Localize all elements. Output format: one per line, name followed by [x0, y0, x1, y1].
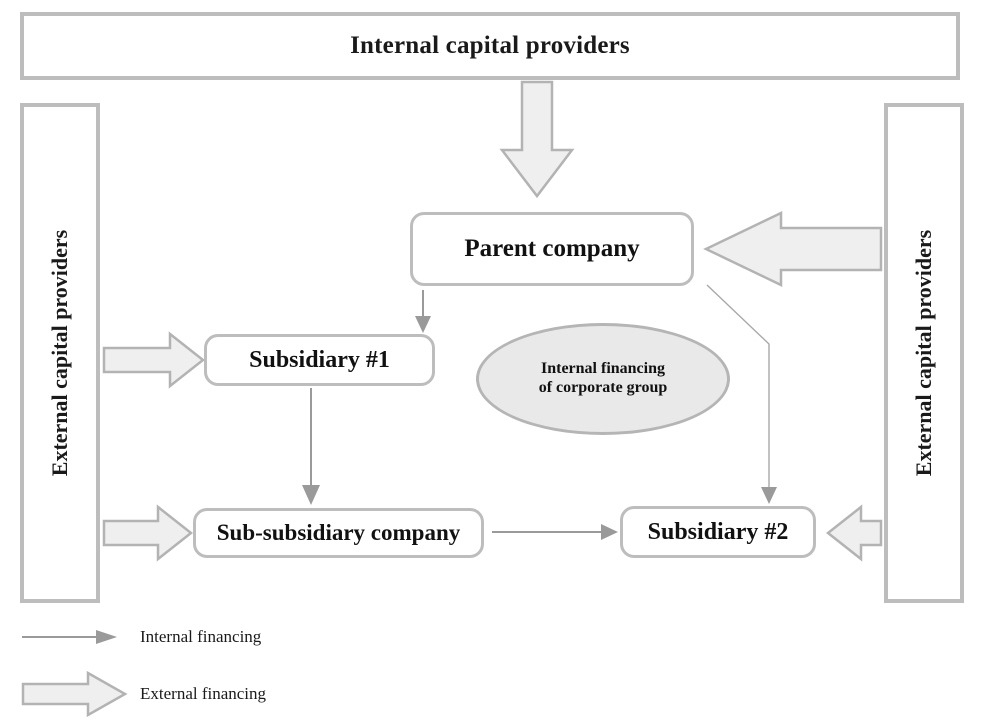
block-arrow-external-left-to-subsubsidiary [102, 504, 194, 562]
ellipse-line-2: of corporate group [538, 379, 668, 396]
node-subsidiary-2-label: Subsidiary #2 [647, 518, 789, 545]
block-arrow-internal-to-parent [499, 80, 575, 199]
legend-label-external-financing: External financing [140, 684, 267, 703]
node-subsidiary-2[interactable]: Subsidiary #2 [620, 506, 816, 558]
arrow-parent-to-subsidiary1 [415, 290, 431, 333]
internal-capital-providers-banner: Internal capital providers [20, 12, 960, 80]
node-subsidiary-1-label: Subsidiary #1 [249, 346, 390, 373]
block-arrow-external-left-to-subsidiary1 [102, 331, 206, 389]
legend-item-external-financing: External financing [20, 670, 266, 718]
node-sub-subsidiary-company[interactable]: Sub-subsidiary company [193, 508, 484, 558]
block-arrow-external-right-to-parent [703, 211, 883, 287]
arrow-subsubsidiary-to-subsidiary2 [492, 524, 618, 540]
ellipse-line-1: Internal financing [540, 360, 665, 378]
external-capital-providers-right-panel: External capital providers [884, 103, 964, 603]
arrow-subsidiary1-to-subsubsidiary [302, 388, 320, 505]
legend-label-internal-financing: Internal financing [140, 627, 262, 646]
node-subsidiary-1[interactable]: Subsidiary #1 [204, 334, 435, 386]
legend: Internal financing External financing [20, 618, 440, 718]
internal-capital-providers-label: Internal capital providers [350, 32, 630, 59]
block-arrow-icon [21, 670, 128, 718]
external-capital-providers-left-panel: External capital providers [20, 103, 100, 603]
external-capital-providers-right-label: External capital providers [911, 229, 936, 477]
node-parent-company[interactable]: Parent company [410, 212, 694, 286]
legend-item-internal-financing: Internal financing [20, 626, 261, 648]
external-capital-providers-left-label: External capital providers [47, 229, 72, 477]
node-parent-company-label: Parent company [464, 235, 640, 262]
ellipse-internal-financing-of-corporate-group: Internal financing of corporate group [476, 323, 730, 435]
node-sub-subsidiary-company-label: Sub-subsidiary company [216, 520, 461, 545]
thin-arrow-icon [22, 630, 117, 644]
block-arrow-external-right-to-subsidiary2 [825, 504, 883, 562]
